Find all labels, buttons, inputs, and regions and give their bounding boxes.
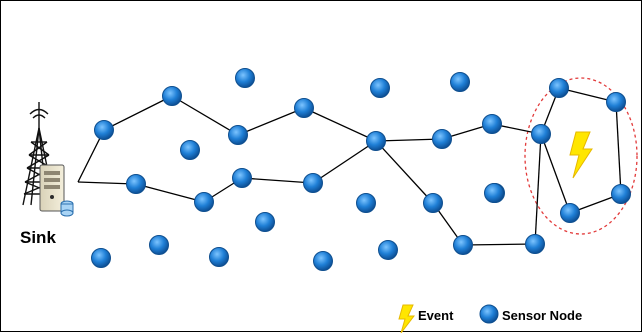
sensor-node-n30 [313,251,333,271]
sensor-node-n5 [366,131,386,151]
sensor-node-n29 [209,247,229,267]
legend-event-icon [398,304,416,333]
sensor-node-n31 [378,240,398,260]
sensor-node-n13 [423,193,443,213]
legend-event-label: Event [418,308,454,323]
link-n6-n7 [135,183,205,203]
sensor-node-n18 [611,184,631,204]
sensor-node-n3 [228,125,248,145]
event-bolt-icon [569,131,593,179]
link-n19-n12 [540,133,571,214]
link-n17-n18 [615,101,622,195]
link-n14-n15 [462,243,536,246]
sensor-node-n16 [549,78,569,98]
link-n2-n3 [171,95,239,136]
sensor-node-n10 [432,129,452,149]
sensor-node-n24 [356,193,376,213]
sensor-node-n26 [255,212,275,232]
sensor-node-n6 [126,174,146,194]
sensor-node-n9 [303,173,323,193]
sensor-node-n22 [450,72,470,92]
legend-sensor-node-icon [479,304,499,324]
sensor-node-n12 [531,124,551,144]
sensor-node-n1 [94,120,114,140]
sensor-node-n32 [484,183,504,203]
sensor-node-n8 [232,168,252,188]
sensor-node-n27 [91,248,111,268]
link-n3-n4 [237,107,305,136]
sensor-node-n20 [235,68,255,88]
sensor-node-n19 [560,203,580,223]
nodes-layer [91,68,631,271]
link-n5-n10 [375,138,443,142]
sensor-node-n4 [294,98,314,118]
link-n1-n2 [103,95,173,131]
event-region-ellipse [524,77,638,235]
sink-label: Sink [20,228,56,247]
sensor-node-n28 [149,235,169,255]
sensor-node-n21 [370,78,390,98]
sensor-node-n14 [453,235,473,255]
sensor-node-n11 [482,114,502,134]
link-n15-n12 [534,133,542,245]
sensor-node-n7 [194,192,214,212]
link-n9-n5 [312,140,377,184]
sensor-node-n2 [162,86,182,106]
legend-sensor-label: Sensor Node [502,308,582,323]
sensor-node-n15 [525,234,545,254]
sensor-node-n17 [606,92,626,112]
sink-server-icon [39,164,74,217]
link-n8-n9 [241,177,314,184]
link-n4-n5 [303,107,377,142]
links-layer [77,87,622,246]
sensor-node-n23 [180,140,200,160]
link-n5-n13 [375,140,434,204]
